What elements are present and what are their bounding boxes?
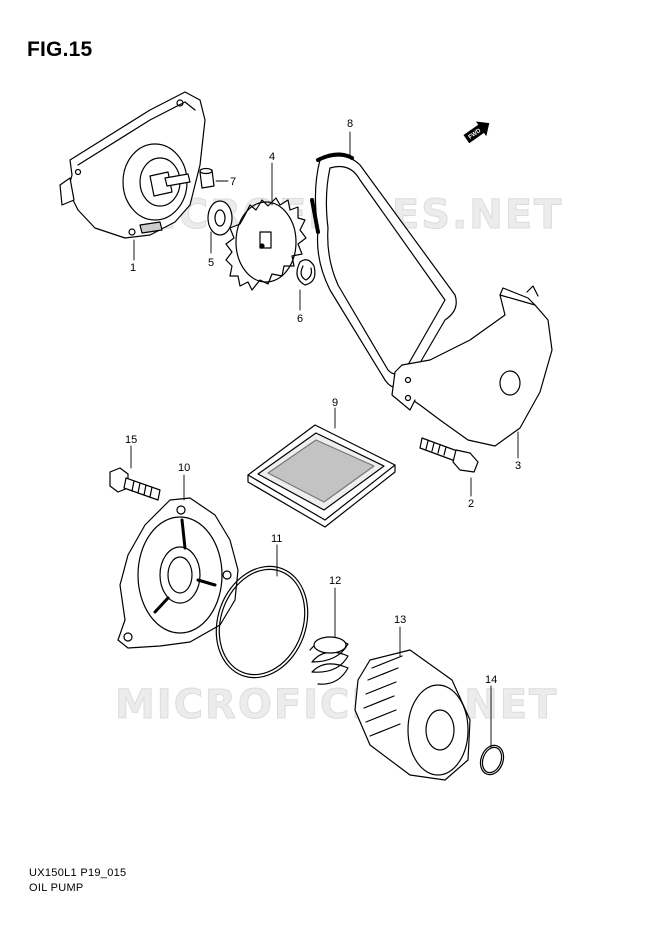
diagram-name: OIL PUMP (29, 882, 84, 894)
part-oil-pump-body[interactable] (59, 91, 206, 239)
callout-11: 11 (271, 533, 282, 545)
leader-lines (130, 131, 519, 748)
callout-8: 8 (347, 118, 353, 130)
part-circlip[interactable] (296, 259, 316, 286)
callout-14: 14 (485, 674, 497, 686)
callout-15: 15 (125, 434, 137, 446)
callout-4: 4 (269, 151, 275, 163)
callout-7: 7 (230, 176, 236, 188)
callout-5: 5 (208, 257, 214, 269)
part-filter-cap[interactable] (117, 497, 239, 649)
callout-1: 1 (130, 262, 136, 274)
callout-2: 2 (468, 498, 474, 510)
callout-12: 12 (329, 575, 341, 587)
callout-6: 6 (297, 313, 303, 325)
callout-10: 10 (178, 462, 190, 474)
part-o-ring-11[interactable] (201, 553, 323, 690)
part-oil-filter[interactable] (354, 649, 471, 781)
part-pin[interactable] (199, 167, 215, 189)
part-sprocket[interactable] (225, 197, 307, 291)
watermark-bottom: MICROFICHES.NET (115, 682, 558, 728)
callout-13: 13 (394, 614, 406, 626)
part-o-ring-14[interactable] (477, 742, 508, 778)
part-chain-cover[interactable] (391, 285, 553, 447)
part-oil-strainer[interactable] (247, 424, 396, 528)
part-drive-chain[interactable] (310, 152, 457, 389)
part-bolt-2[interactable] (419, 437, 479, 473)
part-bolt-15[interactable] (109, 467, 161, 501)
model-code: UX150L1 P19_015 (29, 867, 127, 879)
part-spring[interactable] (309, 636, 349, 685)
figure-title: FIG.15 (27, 38, 93, 61)
callout-9: 9 (332, 397, 338, 409)
fwd-arrow-icon: FWD (463, 121, 490, 144)
callout-3: 3 (515, 460, 521, 472)
part-washer[interactable] (207, 200, 233, 236)
